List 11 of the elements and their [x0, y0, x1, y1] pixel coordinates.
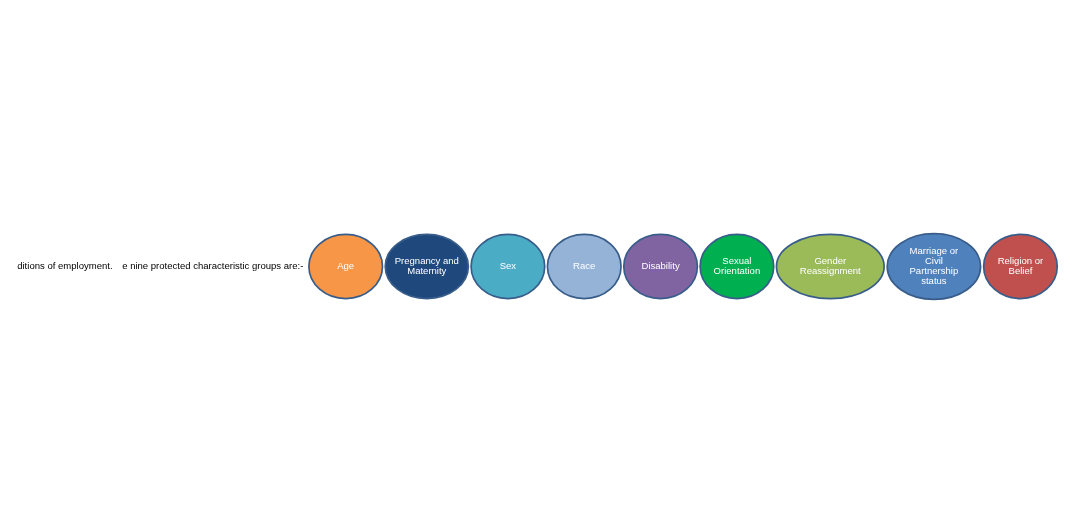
node-ellipse: Sexual Orientation [699, 233, 775, 299]
node-ellipse: Religion or Belief [982, 233, 1059, 299]
node-ellipse: Age [308, 233, 384, 299]
node-ellipse: Marriage or Civil Partnership status [886, 232, 982, 300]
node-ellipse: Disability [622, 233, 699, 299]
label: ditions of employment. [17, 259, 113, 271]
label: e nine protected characteristic groups are:- [122, 259, 304, 271]
node-ellipse: Sex [470, 233, 546, 299]
node-ellipse: Race [546, 233, 622, 299]
node-ellipse: Gender Reassignment [775, 233, 885, 299]
node-ellipse: Pregnancy and Maternity [384, 233, 470, 299]
